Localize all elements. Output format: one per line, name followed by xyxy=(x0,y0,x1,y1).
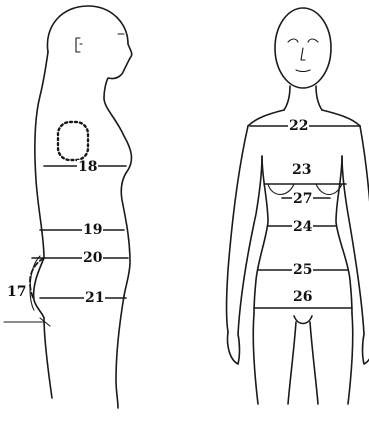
front-leg-left-outer xyxy=(253,314,258,404)
label-measurement-22: 22 xyxy=(288,119,309,133)
label-measurement-23: 23 xyxy=(291,163,312,177)
side-back-leg xyxy=(44,318,52,398)
front-neck-right xyxy=(316,86,322,110)
front-shoulder-right xyxy=(322,110,360,126)
front-hand-left xyxy=(227,332,239,364)
label-measurement-25: 25 xyxy=(292,263,313,277)
label-measurement-19: 19 xyxy=(82,223,103,237)
side-front-line xyxy=(104,98,131,296)
front-bust-left xyxy=(268,184,294,195)
label-measurement-27: 27 xyxy=(292,192,313,206)
front-leg-left-inner xyxy=(288,322,296,404)
side-front-leg xyxy=(116,296,124,408)
front-neck-left xyxy=(284,86,290,110)
side-ear xyxy=(76,38,82,52)
side-head-outline xyxy=(47,6,131,98)
front-leg-right-inner xyxy=(310,322,318,404)
front-left-eye xyxy=(288,39,298,42)
label-measurement-20: 20 xyxy=(82,251,103,265)
side-back-line xyxy=(35,52,48,258)
label-measurement-18: 18 xyxy=(77,160,98,174)
label-measurement-26: 26 xyxy=(292,290,313,304)
label-measurement-21: 21 xyxy=(84,291,105,305)
label-measurement-24: 24 xyxy=(292,220,313,234)
front-nose xyxy=(301,48,305,60)
side-shoulder-blade-outline xyxy=(58,122,88,160)
label-measurement-17: 17 xyxy=(6,285,27,299)
front-shoulder-left xyxy=(248,110,284,126)
front-right-eye xyxy=(308,39,318,42)
front-hand-right xyxy=(363,332,369,364)
front-leg-right-outer xyxy=(348,314,353,404)
front-arm-left-outer xyxy=(227,126,249,332)
side-view-figure xyxy=(4,6,132,408)
front-mouth xyxy=(296,70,310,72)
